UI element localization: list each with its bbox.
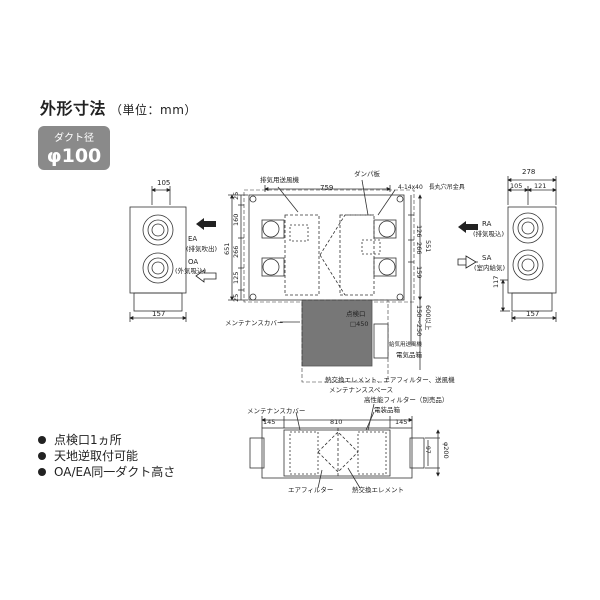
- dim-759: 759: [320, 184, 333, 192]
- exhaust-fan-label: 排気用送風機: [260, 175, 300, 184]
- note-text: 点検口1ヵ所: [54, 433, 122, 447]
- note-item: OA/EA同一ダクト高さ: [38, 464, 175, 480]
- ra-arrow-icon: [458, 221, 478, 233]
- dim-810: 810: [330, 418, 342, 426]
- dim-145a: 145: [263, 418, 275, 426]
- dim-150-250: 150～250: [415, 305, 423, 336]
- right-dim-121: 121: [534, 182, 546, 190]
- left-dim-157: 157: [152, 310, 165, 318]
- ra-label: RA: [482, 220, 492, 228]
- damper-label: ダンパ板: [354, 169, 381, 178]
- maint-space-label: メンテナンススペース: [329, 386, 393, 394]
- dim-266: 266: [232, 246, 240, 258]
- maint-cover-top-label: メンテナンスカバー: [225, 319, 283, 327]
- dim-97: 97: [424, 446, 431, 454]
- right-dim-group: 126 266 159 551 150～250 600以上: [415, 225, 433, 336]
- top-view: [228, 179, 422, 383]
- dim-126: 126: [415, 225, 423, 237]
- oa-arrow-icon: [195, 269, 217, 283]
- hepa-filter-label: 高性能フィルター（別売品）: [364, 395, 448, 404]
- ea-arrow-icon: [196, 218, 216, 230]
- note-text: 天地逆取付可能: [54, 449, 139, 463]
- ea-label: EA: [188, 235, 197, 243]
- left-dim-105: 105: [157, 179, 170, 187]
- front-elec-box-label: 電装品箱: [374, 405, 401, 414]
- duct-value: φ100㎜: [46, 145, 102, 193]
- dim-25b: 25: [232, 294, 240, 302]
- dim-160: 160: [232, 214, 240, 226]
- note-item: 天地逆取付可能: [38, 448, 175, 464]
- left-dim-group: 25 160 266 125 25 651: [223, 192, 240, 302]
- sa-label: SA: [482, 254, 492, 262]
- supply-fan-label: 給気用送風機: [389, 340, 423, 348]
- right-dim-117: 117: [492, 276, 500, 288]
- dim-25a: 25: [232, 192, 240, 200]
- right-dim-105: 105: [510, 182, 522, 190]
- title-text: 外形寸法: [40, 99, 107, 118]
- ra-sub: (排気吸込): [473, 229, 504, 238]
- heat-element-label: 熱交換エレメント: [352, 485, 404, 494]
- front-view: [249, 403, 440, 489]
- page-title: 外形寸法（単位：mm）: [40, 95, 197, 119]
- inspection-size: □450: [350, 320, 369, 328]
- oa-label: OA: [188, 258, 198, 266]
- heat-exchange-space-label: 熱交換エレメント、エアフィルター、送風機: [325, 375, 455, 384]
- sa-arrow-icon: [465, 255, 477, 269]
- air-filter-label: エアフィルター: [288, 485, 333, 494]
- duct-diameter-badge: ダクト径 φ100㎜: [38, 126, 110, 193]
- right-dim-278: 278: [522, 168, 535, 176]
- note-text: OA/EA同一ダクト高さ: [54, 465, 176, 479]
- bullet-icon: [38, 452, 46, 460]
- dim-651: 651: [223, 243, 231, 255]
- dim-600: 600以上: [424, 305, 433, 331]
- dim-200: φ200: [442, 442, 450, 459]
- dim-159: 159: [415, 266, 423, 278]
- hanger-hole-label: 4-14x40 長丸穴吊金具: [398, 183, 465, 191]
- duct-label: ダクト径: [54, 133, 94, 144]
- bullet-icon: [38, 436, 46, 444]
- right-dim-157: 157: [526, 310, 539, 318]
- bullet-icon: [38, 468, 46, 476]
- right-side-view: [500, 176, 557, 322]
- front-maint-cover-label: メンテナンスカバー: [247, 407, 305, 415]
- dim-145b: 145: [395, 418, 407, 426]
- feature-notes: 点検口1ヵ所 天地逆取付可能 OA/EA同一ダクト高さ: [38, 432, 175, 480]
- inspection-label: 点検口: [346, 309, 366, 318]
- sa-sub: (室内給気): [474, 263, 505, 272]
- title-unit: （単位：mm）: [110, 103, 197, 117]
- ea-sub: (排気吹出): [186, 244, 217, 253]
- dim-551: 551: [424, 240, 432, 252]
- dim-125: 125: [232, 272, 240, 284]
- elec-box-label: 電気品箱: [396, 350, 423, 359]
- dim-266r: 266: [415, 242, 423, 254]
- note-item: 点検口1ヵ所: [38, 432, 175, 448]
- oa-sub: (外気吸込): [175, 266, 206, 275]
- left-side-view: [129, 186, 187, 322]
